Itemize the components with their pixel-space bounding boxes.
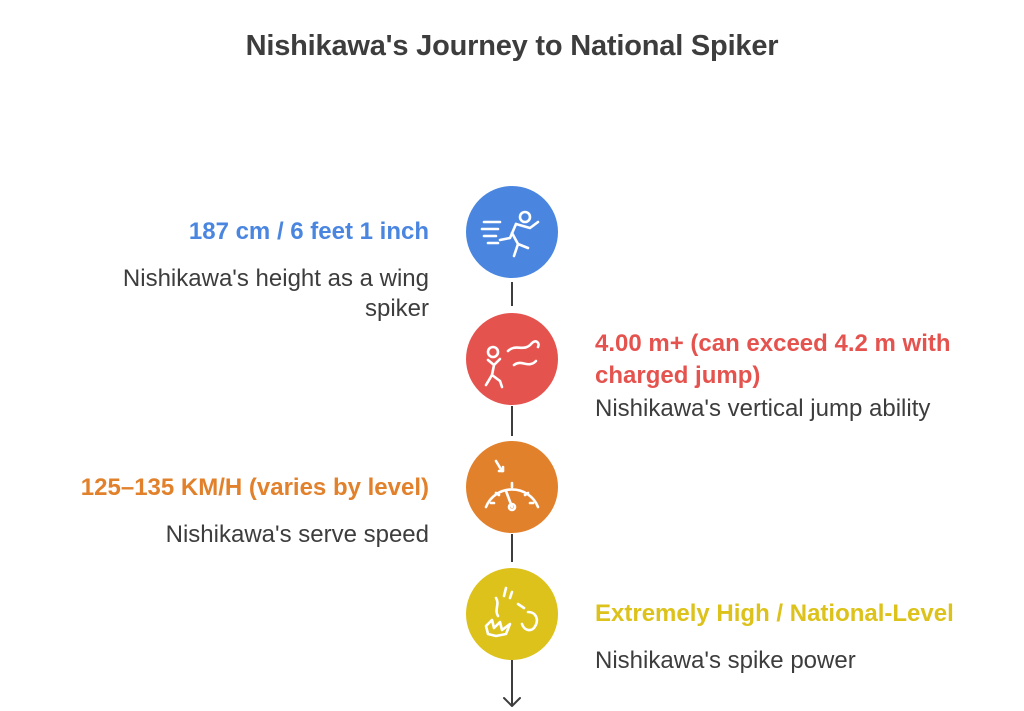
milestone-2-heading-line-1: 4.00 m+ (can exceed 4.2 m with (595, 330, 951, 357)
milestone-node-4 (466, 568, 558, 660)
milestone-4-description: Nishikawa's spike power (595, 647, 856, 674)
milestone-2-heading: 4.00 m+ (can exceed 4.2 m with charged j… (595, 328, 951, 392)
milestone-2: 4.00 m+ (can exceed 4.2 m with charged j… (595, 328, 951, 424)
jumping-player-icon (484, 340, 540, 389)
arrow-down-icon (503, 697, 521, 707)
milestone-node-2 (466, 313, 558, 405)
running-player-icon (480, 210, 540, 258)
milestone-1-description-line-2: spiker (364, 295, 429, 322)
milestone-1-heading: 187 cm / 6 feet 1 inch (188, 218, 429, 245)
milestone-node-1 (466, 186, 558, 278)
milestone-3: 125–135 KM/H (varies by level) Nishikawa… (81, 472, 429, 550)
milestone-1-description-line-1: Nishikawa's height as a wing (122, 265, 429, 292)
milestone-3-heading: 125–135 KM/H (varies by level) (80, 474, 429, 501)
milestone-1-description: Nishikawa's height as a wing spiker (123, 264, 429, 324)
speedometer-icon (484, 459, 540, 512)
milestone-1: 187 cm / 6 feet 1 inch Nishikawa's heigh… (123, 216, 429, 324)
spike-burst-icon (484, 586, 539, 638)
milestone-2-description: Nishikawa's vertical jump ability (595, 395, 931, 422)
milestone-node-3 (466, 441, 558, 533)
milestone-4-heading: Extremely High / National-Level (595, 600, 954, 627)
page-title: Nishikawa's Journey to National Spiker (245, 30, 779, 62)
milestone-2-heading-line-2: charged jump) (595, 362, 761, 389)
milestone-3-description: Nishikawa's serve speed (165, 521, 429, 548)
milestone-4: Extremely High / National-Level Nishikaw… (595, 598, 954, 676)
